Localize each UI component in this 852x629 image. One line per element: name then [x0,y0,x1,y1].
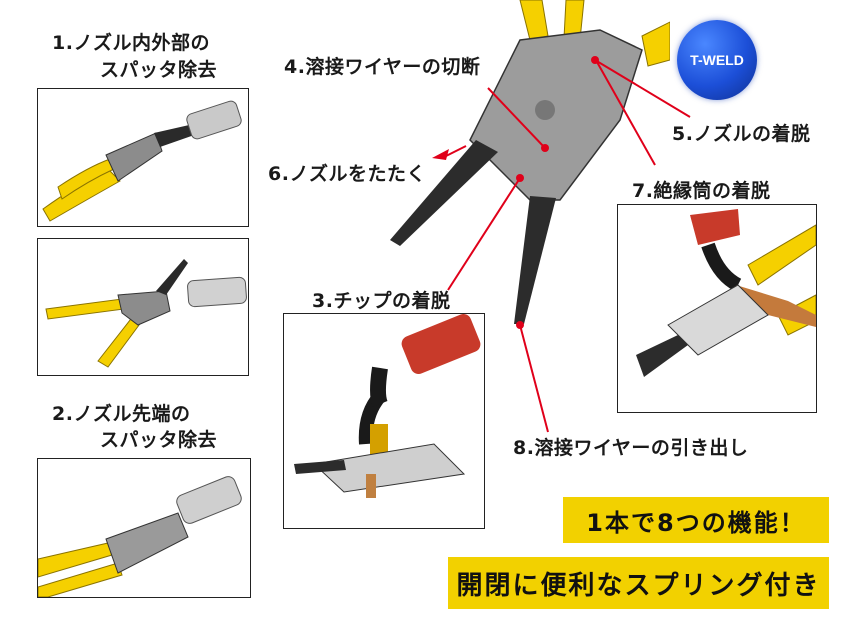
brand-badge: T-WELD [677,20,757,100]
main-pliers-image [380,0,670,330]
label-function-4: 4.溶接ワイヤーの切断 [284,56,481,78]
banner-spring: 開閉に便利なスプリング付き [448,557,829,609]
photo-chip-attach [283,313,485,529]
label-function-1-line2: スパッタ除去 [100,59,218,81]
photo-pliers-open [37,238,249,376]
label-function-5: 5.ノズルの着脱 [672,123,811,145]
label-function-6: 6.ノズルをたたく [268,163,426,185]
label-function-1-line1: 1.ノズル内外部の [52,32,210,54]
label-function-8: 8.溶接ワイヤーの引き出し [513,437,749,459]
label-function-2-line2: スパッタ除去 [100,429,218,451]
label-function-3: 3.チップの着脱 [312,290,451,312]
label-function-7: 7.絶縁筒の着脱 [632,180,771,202]
photo-insulator-attach [617,204,817,413]
banner-eight-functions: 1本で8つの機能！ [563,497,829,543]
label-function-2-line1: 2.ノズル先端の [52,403,191,425]
photo-nozzle-inner-outer [37,88,249,227]
photo-nozzle-tip [37,458,251,598]
brand-badge-text: T-WELD [690,52,744,68]
